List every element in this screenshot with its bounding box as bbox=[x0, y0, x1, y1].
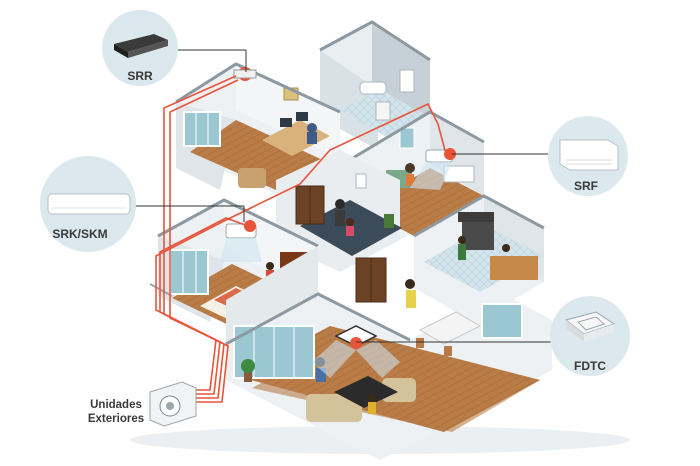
callout-fdtc: FDTC bbox=[356, 296, 630, 376]
callout-srr: SRR bbox=[102, 10, 247, 86]
bathroom bbox=[319, 20, 432, 150]
indoor-unit-fdtc-cassette bbox=[312, 325, 400, 378]
srk-skm-label: SRK/SKM bbox=[52, 227, 107, 241]
srf-unit-icon bbox=[559, 139, 619, 171]
indoor-unit-srr-duct bbox=[233, 67, 257, 81]
indoor-unit-srk-wall bbox=[220, 220, 262, 262]
callout-srk-skm: SRK/SKM bbox=[40, 156, 245, 252]
refrigerant-piping bbox=[155, 75, 447, 403]
srr-unit-icon bbox=[114, 34, 168, 58]
outdoor-label-line2: Exteriores bbox=[88, 413, 144, 425]
fdtc-unit-icon bbox=[564, 311, 616, 342]
outdoor-label-line1: Unidades bbox=[90, 399, 142, 411]
callout-outdoor-units: Unidades Exteriores bbox=[88, 399, 144, 425]
srr-label: SRR bbox=[127, 69, 153, 83]
callout-srf: SRF bbox=[452, 116, 628, 196]
srf-label: SRF bbox=[574, 179, 598, 193]
kitchen bbox=[413, 194, 545, 322]
srk-unit-icon bbox=[47, 193, 131, 215]
fdtc-label: FDTC bbox=[574, 359, 606, 373]
outdoor-unit bbox=[149, 381, 197, 427]
